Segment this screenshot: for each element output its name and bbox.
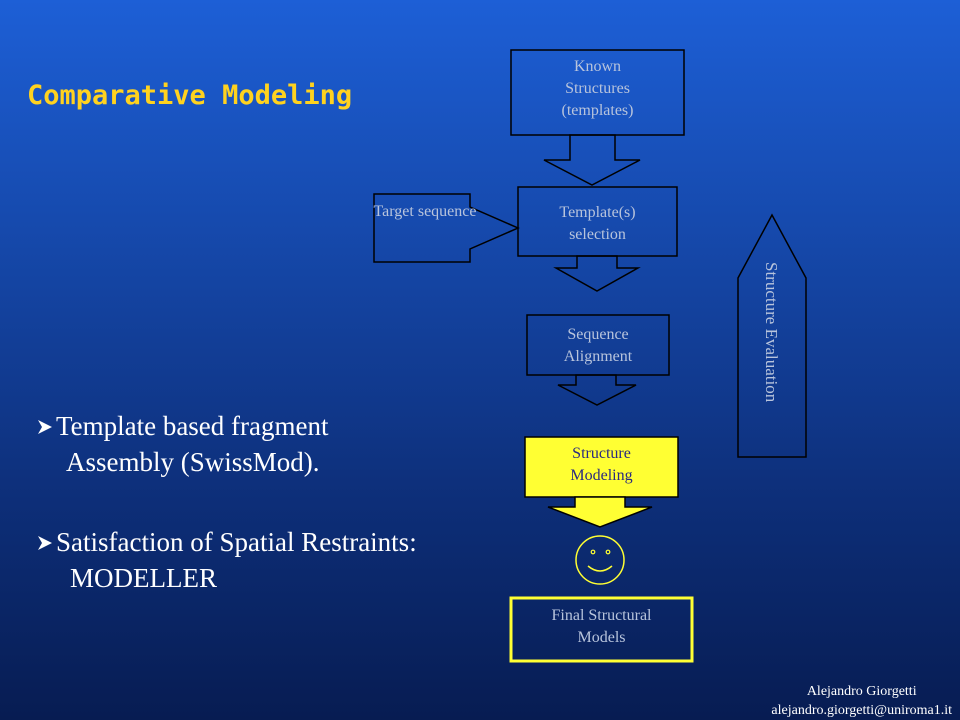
arrowhead-bullet-icon bbox=[38, 536, 52, 550]
target-sequence-arrow bbox=[373, 193, 520, 263]
author-name: Alejandro Giorgetti bbox=[806, 684, 917, 699]
down-arrow-1 bbox=[543, 134, 641, 186]
sequence-alignment-label: Sequence Alignment bbox=[563, 326, 633, 365]
structure-evaluation-arrow bbox=[737, 213, 807, 458]
structure-evaluation-label: Structure Evaluation bbox=[762, 262, 781, 403]
structure-modeling-box bbox=[524, 436, 679, 498]
down-arrow-2 bbox=[553, 255, 641, 292]
author-email: alejandro.giorgetti@uniroma1.it bbox=[771, 703, 952, 718]
final-models-box bbox=[509, 596, 694, 663]
arrowhead-bullet-icon bbox=[38, 420, 52, 434]
final-models-label: Final Structural Models bbox=[551, 607, 652, 646]
down-arrow-yellow bbox=[547, 496, 653, 528]
structure-modeling-label: Structure Modeling bbox=[570, 445, 633, 484]
bullet-item: Template based fragment Assembly (SwissM… bbox=[36, 408, 417, 480]
known-structures-label: Known Structures (templates) bbox=[561, 58, 634, 119]
slide-title: Comparative Modeling bbox=[27, 80, 353, 111]
author-footer: Alejandro Giorgetti alejandro.giorgetti@… bbox=[771, 682, 952, 720]
down-arrow-3 bbox=[557, 374, 637, 406]
bullet-list: Template based fragment Assembly (SwissM… bbox=[36, 408, 417, 596]
template-selection-label: Template(s) selection bbox=[559, 204, 636, 243]
smiley-icon bbox=[575, 535, 625, 585]
target-sequence-label: Target sequence bbox=[373, 203, 477, 220]
bullet-item: Satisfaction of Spatial Restraints: MODE… bbox=[36, 524, 417, 596]
